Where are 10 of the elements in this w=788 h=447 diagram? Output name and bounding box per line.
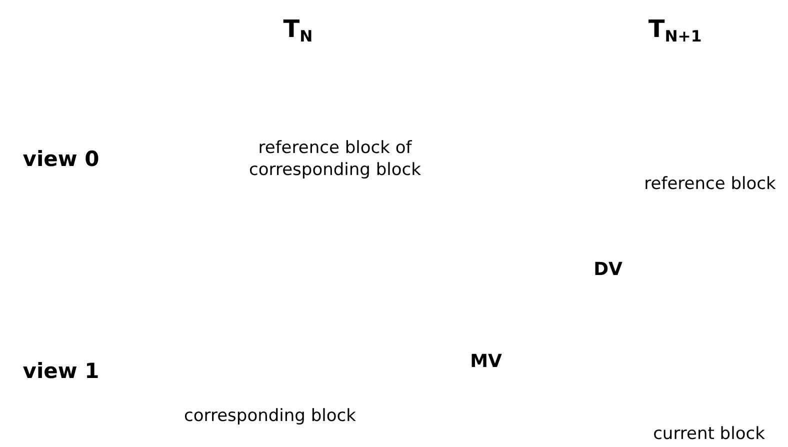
block-label: reference block <box>643 173 777 196</box>
view-label: view 0 <box>22 146 100 173</box>
block-label: reference block of corresponding block <box>248 137 422 182</box>
block-label: current block <box>652 423 766 446</box>
block-label: corresponding block <box>183 405 357 428</box>
view-label: view 1 <box>22 358 100 385</box>
time-label: T$_{N}$ <box>282 14 314 47</box>
vector-label: MV <box>469 350 503 374</box>
vector-label: DV <box>592 258 624 282</box>
time-label: T$_{N+1}$ <box>647 14 703 47</box>
